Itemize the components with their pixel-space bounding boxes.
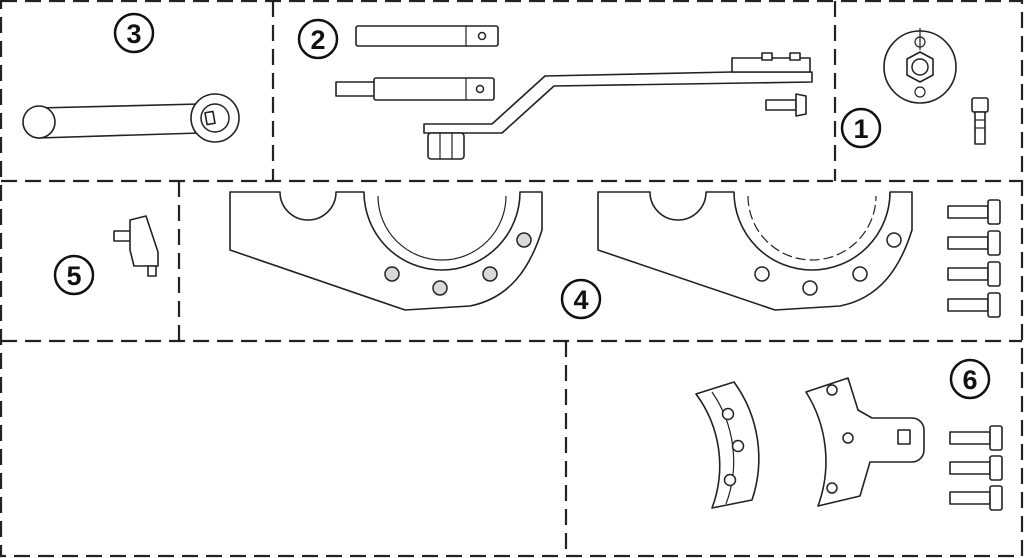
badge-kit-6: 6 (949, 358, 991, 400)
pulley-adapter (883, 28, 957, 104)
badge-kit-6-label: 6 (962, 365, 977, 395)
flange-bolts-set-4 (947, 199, 1001, 318)
badge-kit-4: 4 (560, 278, 602, 320)
socket-bolt (971, 97, 989, 145)
badge-kit-2: 2 (297, 18, 339, 60)
locking-block (113, 215, 159, 277)
badge-kit-2-label: 2 (310, 25, 325, 55)
badge-kit-1-label: 1 (853, 114, 868, 144)
flange-bolt (947, 292, 1001, 318)
countersunk-screw (765, 93, 807, 117)
flange-bolt (949, 485, 1003, 511)
flange-bolt (949, 425, 1003, 451)
flange-bolt (947, 199, 1001, 225)
crankshaft-plate-left (229, 191, 543, 311)
badge-kit-1: 1 (840, 107, 882, 149)
flange-bolt (947, 261, 1001, 287)
flange-bolts-set-3 (949, 425, 1003, 511)
badge-kit-3-label: 3 (126, 19, 141, 49)
badge-kit-4-label: 4 (573, 285, 588, 315)
arc-segment (695, 381, 760, 509)
flange-bolt (949, 455, 1003, 481)
crankshaft-plate-right (597, 191, 913, 311)
badge-kit-3: 3 (113, 12, 155, 54)
badge-kit-5: 5 (53, 254, 95, 296)
segment-holder (805, 377, 925, 507)
locking-pins (335, 25, 499, 101)
flange-bolt (947, 230, 1001, 256)
badge-kit-5-label: 5 (66, 261, 81, 291)
wrench-tool (22, 93, 240, 143)
camshaft-locking-bar (423, 52, 813, 160)
